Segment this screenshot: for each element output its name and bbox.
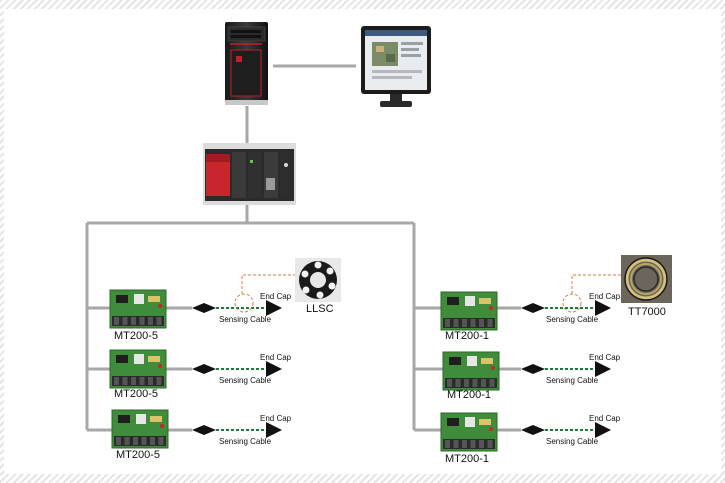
- boards-layer: [109, 289, 500, 452]
- cables-layer: [192, 300, 611, 438]
- plc-controller-icon: [203, 143, 296, 205]
- cable-connector-icon: [521, 303, 545, 313]
- tt7000-callout-circle: [562, 293, 582, 313]
- sensing-cable-right-2: Sensing Cable: [546, 376, 599, 385]
- tt7000-cable-icon: [621, 255, 672, 303]
- sensing-cable-right-3: Sensing Cable: [546, 437, 599, 446]
- tt7000-leader: [571, 274, 621, 294]
- mt200-board-icon: [111, 409, 169, 449]
- bottom-border: [0, 474, 725, 483]
- sensing-cable-left-3: Sensing Cable: [219, 437, 272, 446]
- llsc-callout-circle: [234, 293, 254, 313]
- desktop-tower-icon: [225, 22, 268, 105]
- mt200-label-right-2: MT200-1: [447, 389, 492, 401]
- end-cap-left-3: End Cap: [260, 414, 292, 423]
- cable-connector-icon: [521, 364, 545, 374]
- llsc-label: LLSC: [306, 303, 334, 315]
- sensing-cable-left-2: Sensing Cable: [219, 376, 272, 385]
- llsc-sensor-icon: [295, 258, 341, 302]
- mt200-label-left-1: MT200-5: [114, 330, 159, 342]
- tt7000-label: TT7000: [628, 306, 666, 318]
- mt200-board-icon: [440, 291, 498, 331]
- llsc-leader: [241, 274, 295, 294]
- sensing-cable-right-1: Sensing Cable: [546, 315, 599, 324]
- cable-connector-icon: [192, 425, 216, 435]
- cable-connector-icon: [521, 425, 545, 435]
- cable-connector-icon: [192, 364, 216, 374]
- mt200-label-right-1: MT200-1: [445, 330, 490, 342]
- mt200-board-icon: [109, 349, 167, 389]
- mt200-board-icon: [440, 412, 498, 452]
- left-border: [0, 0, 4, 483]
- end-cap-right-3: End Cap: [589, 414, 621, 423]
- mt200-label-left-2: MT200-5: [114, 388, 159, 400]
- right-border: [721, 0, 725, 483]
- mt200-board-icon: [442, 351, 500, 391]
- connection-lines: [85, 64, 521, 432]
- end-cap-left-1: End Cap: [260, 292, 292, 301]
- mt200-board-icon: [109, 289, 167, 329]
- top-border: [0, 0, 725, 9]
- end-cap-right-2: End Cap: [589, 353, 621, 362]
- sensing-cable-left-1: Sensing Cable: [219, 315, 272, 324]
- end-cap-left-2: End Cap: [260, 353, 292, 362]
- callout-leaders: [234, 274, 621, 313]
- mt200-label-right-3: MT200-1: [445, 453, 490, 465]
- monitor-icon: [361, 26, 431, 107]
- end-cap-right-1: End Cap: [589, 292, 621, 301]
- mt200-label-left-3: MT200-5: [116, 449, 161, 461]
- cable-connector-icon: [192, 303, 216, 313]
